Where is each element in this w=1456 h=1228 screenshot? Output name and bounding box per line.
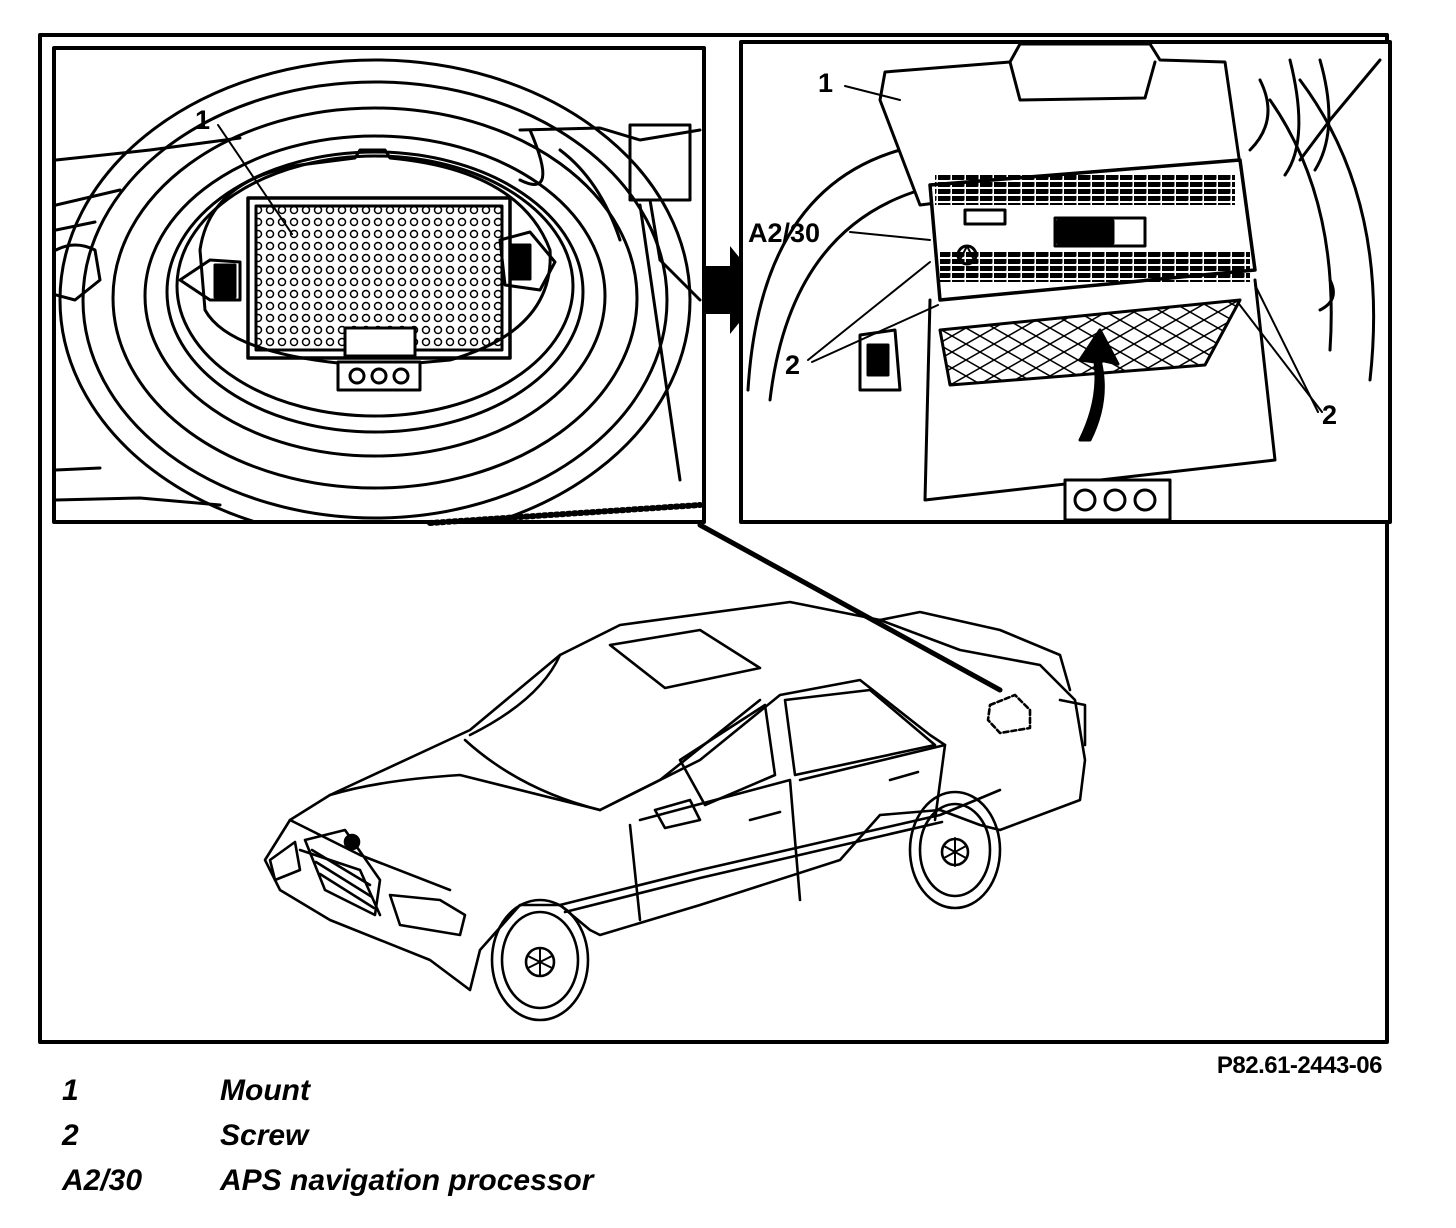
car-illustration — [263, 600, 1087, 1022]
legend-row: 1 Mount — [62, 1068, 962, 1113]
legend-row: 2 Screw — [62, 1113, 962, 1158]
right-leader-2c — [1254, 284, 1319, 413]
legend: 1 Mount 2 Screw A2/30 APS navigation pro… — [62, 1068, 962, 1203]
legend-row: A2/30 APS navigation processor — [62, 1158, 962, 1203]
right-leader-2d — [1235, 299, 1323, 413]
right-leader-2a — [807, 261, 931, 361]
legend-desc: Screw — [220, 1118, 309, 1152]
legend-key: 1 — [62, 1073, 79, 1107]
right-leader-a230 — [849, 231, 931, 241]
legend-key: 2 — [62, 1118, 79, 1152]
legend-desc: APS navigation processor — [220, 1163, 594, 1197]
legend-key: A2/30 — [62, 1163, 143, 1197]
outer-frame — [38, 33, 1389, 1044]
right-leader-2b — [811, 304, 939, 363]
legend-desc: Mount — [220, 1073, 310, 1107]
right-callout-1: 1 — [818, 68, 834, 98]
figure-reference: P82.61-2443-06 — [1216, 1052, 1383, 1079]
left-leader-1 — [217, 124, 293, 235]
right-inset — [739, 40, 1392, 524]
right-callout-2-left: 2 — [785, 350, 801, 380]
right-callout-a230: A2/30 — [748, 218, 821, 248]
left-inset — [52, 46, 706, 526]
right-leader-1 — [844, 85, 901, 101]
right-callout-2-right: 2 — [1322, 400, 1338, 430]
left-callout-1: 1 — [195, 105, 211, 135]
inset-arrow — [706, 246, 766, 334]
